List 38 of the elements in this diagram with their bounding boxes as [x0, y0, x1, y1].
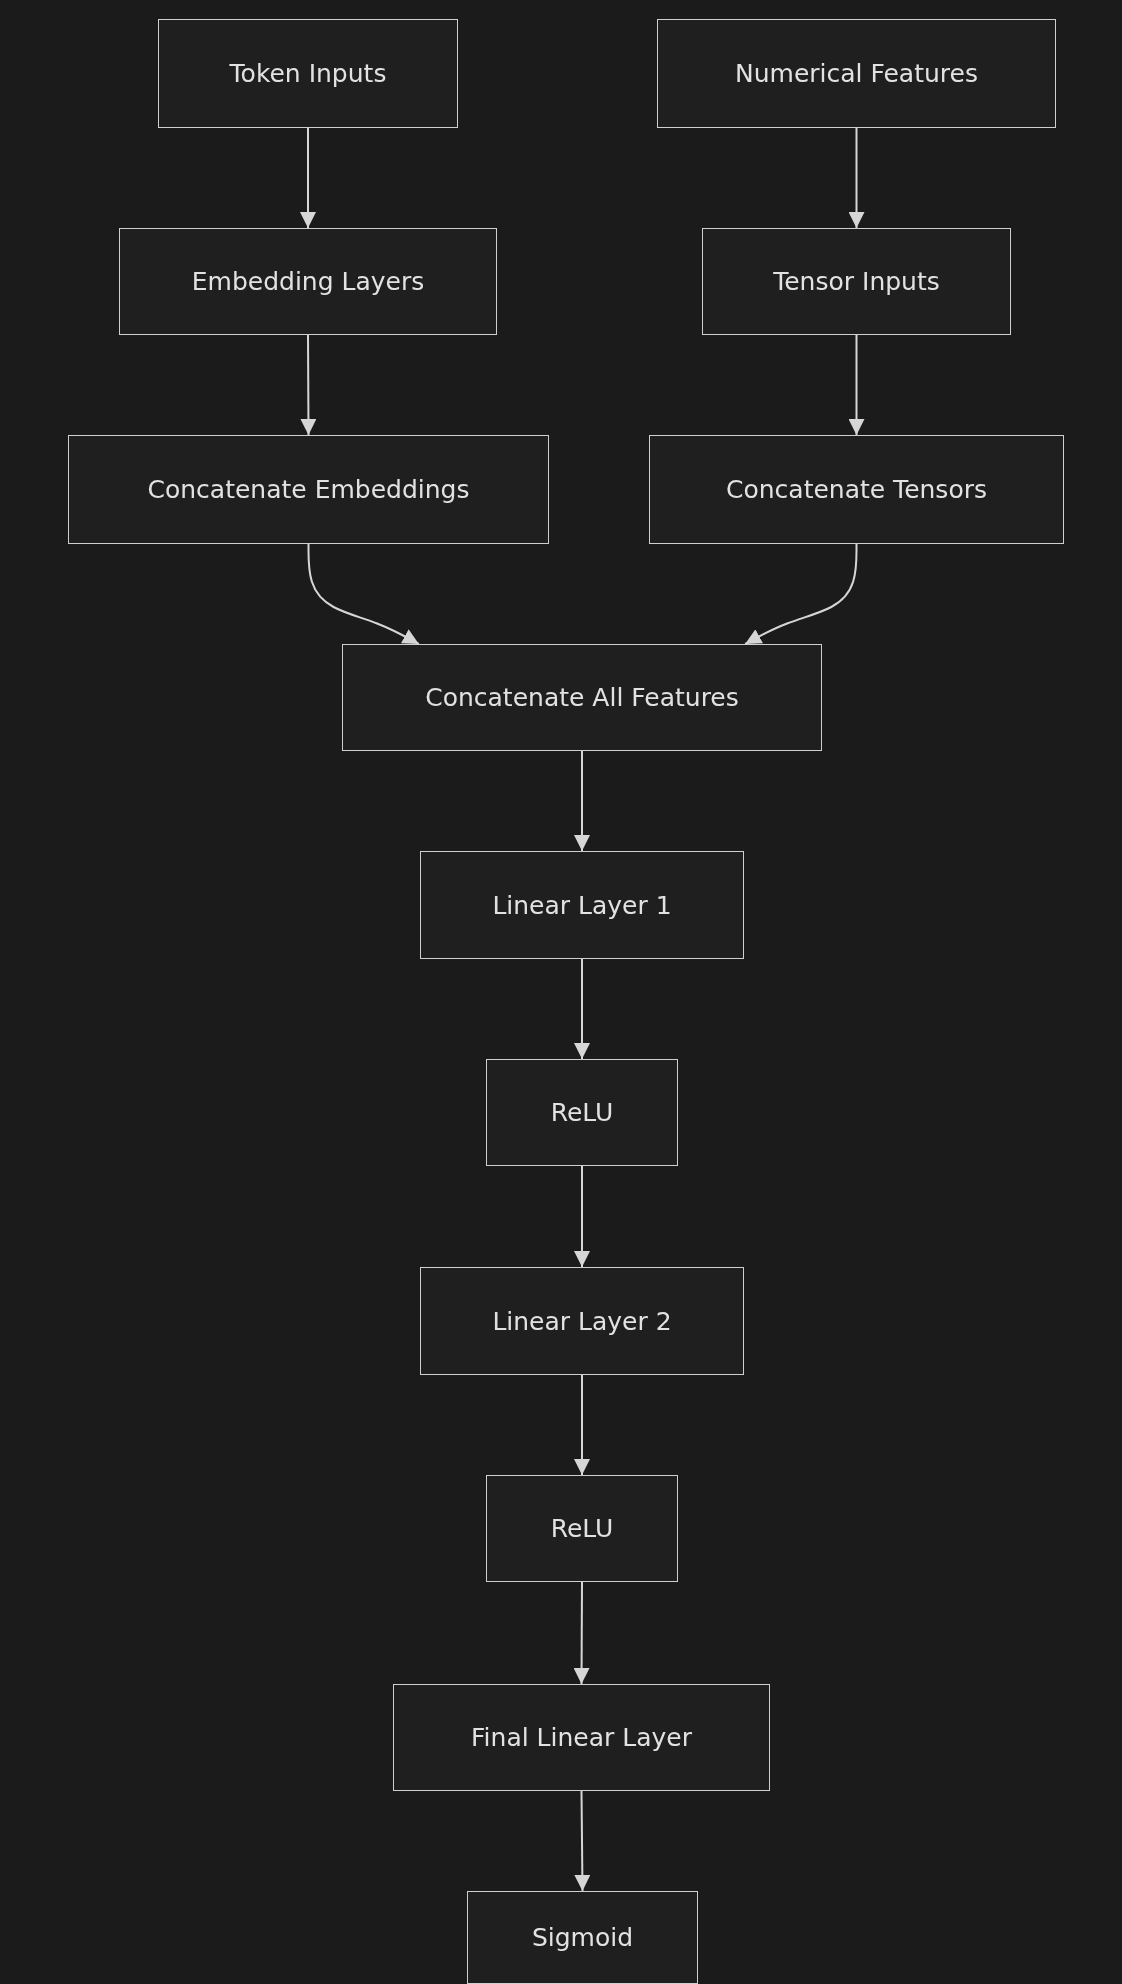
box-label: ReLU [550, 1514, 614, 1543]
arrow [848, 127, 865, 229]
arrow [300, 127, 316, 229]
process-box [657, 19, 1056, 128]
box-label: Linear Layer 1 [492, 890, 672, 920]
arrow [307, 543, 420, 645]
arrow [574, 750, 590, 852]
arrow [574, 1790, 591, 1892]
process-box [68, 435, 549, 544]
box-label: Embedding Layers [191, 267, 425, 296]
box-label: Token Inputs [229, 59, 387, 88]
box-label: Numerical Features [735, 59, 978, 88]
arrow [574, 1165, 590, 1268]
box-label: Sigmoid [531, 1923, 634, 1952]
box-label: Tensor Inputs [773, 267, 940, 296]
process-box [342, 644, 822, 751]
arrow [574, 958, 590, 1060]
box-label: ReLU [550, 1098, 614, 1127]
process-box [486, 1059, 678, 1166]
process-box [158, 19, 458, 128]
arrow [300, 334, 317, 436]
box-label: Concatenate Tensors [726, 475, 987, 504]
box-label: Concatenate All Features [425, 683, 739, 712]
arrow [573, 1581, 590, 1685]
process-box [649, 435, 1064, 544]
process-box [702, 228, 1011, 335]
arrow [848, 334, 865, 436]
process-box [420, 1267, 744, 1375]
box-label: Final Linear Layer [471, 1723, 692, 1752]
process-box [393, 1684, 770, 1791]
box-label: Linear Layer 2 [492, 1306, 672, 1336]
process-box [486, 1475, 678, 1582]
box-label: Concatenate Embeddings [147, 475, 470, 504]
process-box [420, 851, 744, 959]
arrow [574, 1374, 590, 1476]
process-box [119, 228, 497, 335]
process-box [467, 1891, 698, 1984]
arrow [744, 543, 858, 645]
